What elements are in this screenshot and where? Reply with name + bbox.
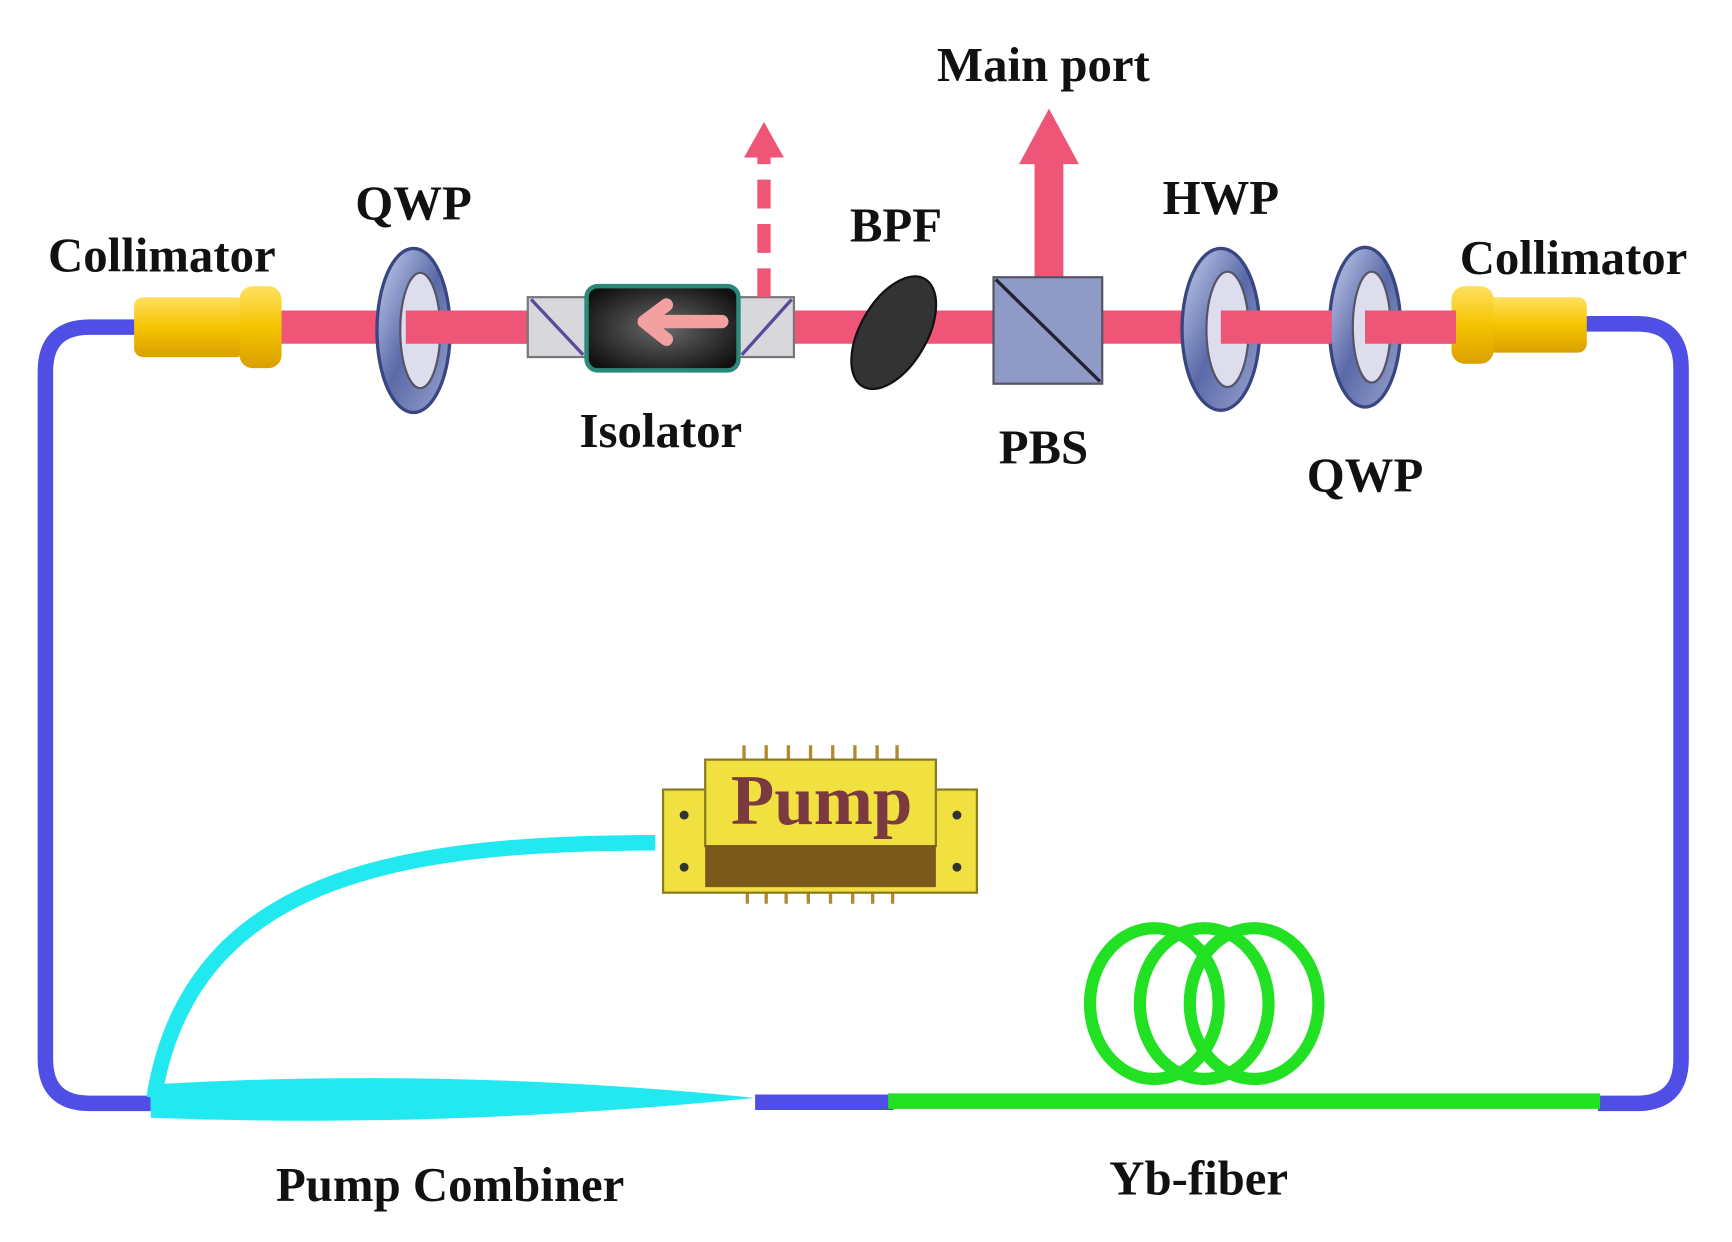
hwp-label: HWP (1163, 171, 1280, 225)
fiber-left (37, 319, 151, 1112)
qwp-left-label: QWP (355, 177, 472, 231)
qwp-right-label: QWP (1307, 448, 1424, 502)
pump-module: Pump (661, 745, 979, 904)
pbs-icon (992, 276, 1104, 385)
collimator-left-label: Collimator (48, 229, 276, 283)
pump-combiner-label: Pump Combiner (276, 1158, 624, 1212)
pump-combiner (150, 1078, 756, 1121)
fiber-right (1584, 316, 1689, 1112)
isolator-icon (526, 283, 796, 373)
main-port-label: Main port (937, 38, 1150, 92)
yb-fiber-label: Yb-fiber (1109, 1151, 1288, 1205)
collimator-left-icon (134, 286, 282, 369)
main-port-arrow (1019, 108, 1079, 278)
collimator-right-icon (1451, 286, 1587, 364)
pump-label: Pump (731, 762, 912, 840)
pbs-label: PBS (999, 421, 1088, 475)
bpf-label: BPF (850, 199, 942, 253)
collimator-right-label: Collimator (1460, 231, 1688, 285)
pump-fiber (146, 835, 656, 1100)
bpf-icon (850, 275, 938, 391)
yb-fiber-coil (1083, 922, 1325, 1086)
rejected-port-arrow (744, 121, 784, 298)
isolator-label: Isolator (580, 404, 743, 458)
